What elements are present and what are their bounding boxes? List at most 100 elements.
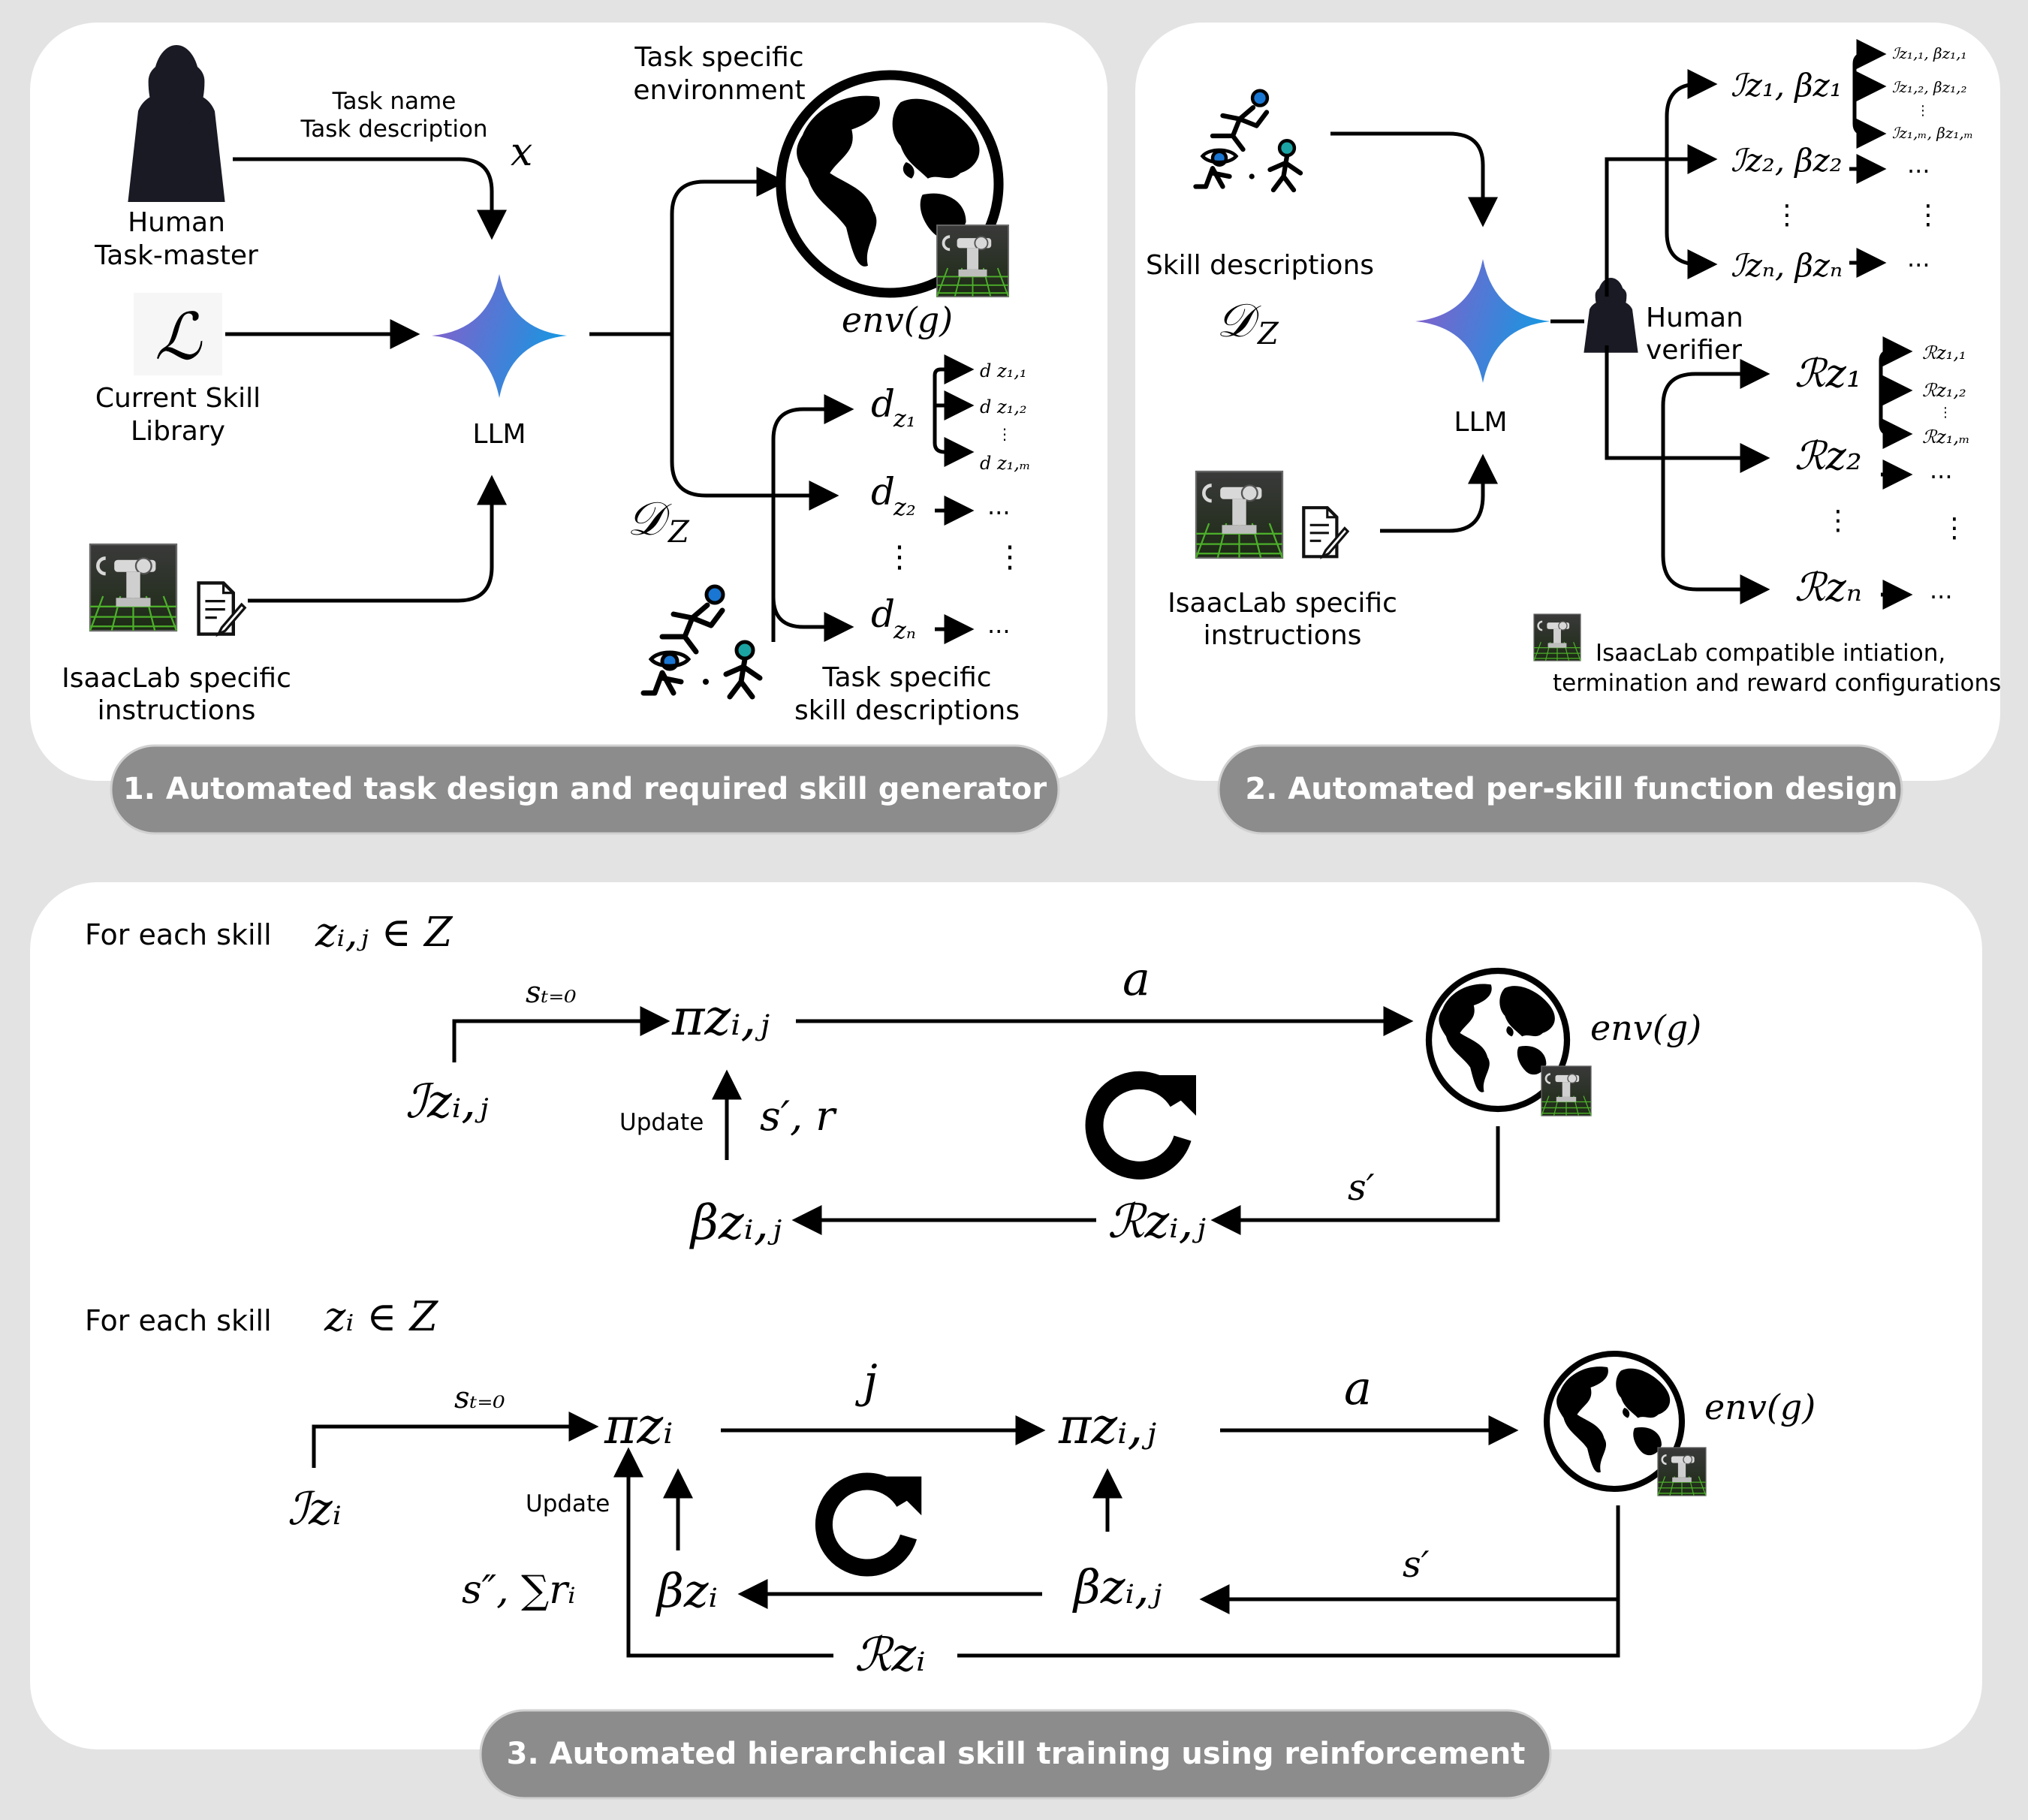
compat-label-line1: IsaacLab compatible intiation,	[1596, 640, 1945, 667]
human-label-line1: Human	[128, 207, 225, 238]
arrow-instructions-to-llm	[248, 475, 507, 603]
loop2-s-t0: sₜ₌₀	[454, 1381, 505, 1415]
p2-arrow-to-ib1	[1665, 69, 1718, 159]
dn-symbol: d	[871, 592, 895, 636]
llm-label: LLM	[472, 419, 526, 450]
p2-isaaclab-robot-icon	[1196, 472, 1282, 558]
rn-ellipsis: ...	[1930, 576, 1953, 604]
verifier-label-line1: Human	[1646, 303, 1743, 333]
p2-skill-desc-label: Skill descriptions	[1146, 250, 1374, 281]
human-label-line2: Task-master	[94, 240, 258, 271]
d2-ellipsis: ...	[987, 492, 1011, 520]
task-name-label: Task name	[332, 88, 457, 115]
loop1-reward: ℛzᵢ,ⱼ	[1107, 1194, 1206, 1249]
panel-2: Skill descriptions 𝒟 Z LLM IsaacLab spec…	[1146, 39, 2001, 835]
p2-arrow-to-r1	[1661, 359, 1770, 458]
d2-subscript: z₂	[893, 493, 916, 521]
ib11-label: ℐz₁,₁, βz₁,₁	[1892, 44, 1967, 62]
p2-dz-subscript: Z	[1256, 317, 1279, 351]
loop2-heading-math: zᵢ ∈ Z	[324, 1293, 439, 1340]
d11-label: d z₁,₁	[980, 360, 1027, 381]
loop1-s-t0: sₜ₌₀	[526, 975, 577, 1010]
d-vdots-small: ⋮	[997, 425, 1012, 443]
loop2-init: ℐzᵢ	[288, 1483, 342, 1535]
loop1-s-prime: s′	[1348, 1167, 1375, 1209]
loop2-arrow-reward-update	[613, 1447, 833, 1658]
loop2-s-sum: s″, ∑rᵢ	[462, 1568, 576, 1613]
arrow-to-dn	[771, 596, 854, 642]
library-icon-bg	[134, 293, 222, 375]
panel-2-title-pill	[1217, 744, 1903, 835]
r11-label: ℛz₁,₁	[1922, 342, 1966, 363]
r-vdots-right: ⋮	[1941, 513, 1968, 544]
rn-label: ℛzₙ	[1794, 565, 1862, 610]
library-label-line2: Library	[131, 416, 225, 447]
p2-arrow-to-ibn	[1665, 159, 1718, 279]
d1-subscript: z₁	[893, 404, 916, 432]
loop2-s-prime: s′	[1403, 1544, 1430, 1586]
loop2-policy-high: πzᵢ	[604, 1397, 673, 1455]
d-vdots-right: ⋮	[995, 540, 1025, 574]
p2-llm-star-icon	[1415, 259, 1550, 383]
isaac-instructions-line2: instructions	[98, 695, 256, 726]
loop2-reward-line-right	[957, 1599, 1620, 1658]
arrow-to-d1m	[933, 405, 975, 467]
skill-desc-line2: skill descriptions	[794, 695, 1020, 726]
arrow-human-to-llm	[233, 157, 507, 240]
loop1-arrow-init-to-policy	[452, 1006, 670, 1062]
ibn-ellipsis: ...	[1907, 244, 1930, 273]
ib-vdots-small: ⋮	[1916, 103, 1930, 119]
env-label-line2: environment	[633, 75, 805, 106]
loop2-beta-high: βzᵢ	[655, 1563, 718, 1618]
p2-arrow-to-r11	[1879, 336, 1913, 390]
panel-1-title: 1. Automated task design and required sk…	[123, 772, 1047, 806]
task-description-label: Task description	[300, 116, 487, 143]
loop2-env-symbol: env(g)	[1704, 1387, 1816, 1427]
panel-2-background	[1135, 23, 2000, 781]
r1-label: ℛz₁	[1794, 351, 1862, 396]
verifier-label-line2: verifier	[1646, 335, 1742, 366]
arrow-to-d1	[771, 409, 848, 642]
panel-3-title: 3. Automated hierarchical skill training…	[507, 1737, 1526, 1771]
loop1-action: a	[1122, 951, 1150, 1006]
d-vdots-left: ⋮	[884, 540, 915, 574]
r2-label: ℛz₂	[1794, 434, 1862, 479]
ib1m-label: ℐz₁,ₘ, βz₁,ₘ	[1892, 124, 1973, 142]
loop1-arrow-env-to-reward	[1210, 1126, 1500, 1235]
panel-2-title: 2. Automated per-skill function design	[1245, 772, 1897, 806]
p2-arrow-to-ib11	[1852, 39, 1887, 86]
p2-arrow-instructions-to-llm	[1380, 453, 1498, 533]
isaaclab-robot-icon	[90, 544, 176, 631]
p2-arrow-to-r1m	[1879, 390, 1913, 449]
ib2-ellipsis: ...	[1907, 150, 1930, 179]
loop1-heading-math: zᵢ,ⱼ ∈ Z	[315, 908, 454, 956]
loop1-update-label: Update	[619, 1109, 704, 1136]
env-label-line1: Task specific	[634, 42, 803, 73]
d1-symbol: d	[871, 382, 895, 426]
p2-arrow-to-r2	[1605, 345, 1770, 473]
d2-symbol: d	[871, 470, 895, 514]
loop2-policy-low: πzᵢ,ⱼ	[1058, 1397, 1156, 1455]
loop1-env-symbol: env(g)	[1590, 1008, 1701, 1048]
llm-star-icon	[432, 274, 567, 398]
library-icon: ℒ	[155, 300, 203, 375]
d12-label: d z₁,₂	[980, 396, 1027, 417]
ibn-label: ℐzₙ, βzₙ	[1731, 247, 1843, 284]
loop2-beta-low: βzᵢ,ⱼ	[1072, 1559, 1162, 1614]
loop1-env-robot-icon	[1540, 1065, 1593, 1117]
r2-ellipsis: ...	[1930, 456, 1953, 484]
x-symbol: x	[511, 130, 532, 175]
loop2-update-label: Update	[526, 1490, 610, 1517]
r1m-label: ℛz₁,ₘ	[1922, 426, 1970, 447]
p2-compat-robot-icon	[1532, 613, 1582, 662]
dn-ellipsis: ...	[987, 610, 1011, 639]
loop1-heading: For each skill	[85, 918, 272, 951]
ib-vdots-right: ⋮	[1915, 200, 1942, 231]
r12-label: ℛz₁,₂	[1922, 380, 1966, 401]
p2-arrow-to-rn	[1661, 458, 1770, 604]
compat-label-line2: termination and reward configurations	[1553, 670, 2001, 697]
loop2-reward: ℛzᵢ	[854, 1627, 926, 1682]
dn-subscript: zₙ	[893, 616, 916, 644]
p2-arrow-to-ib2	[1605, 144, 1718, 297]
